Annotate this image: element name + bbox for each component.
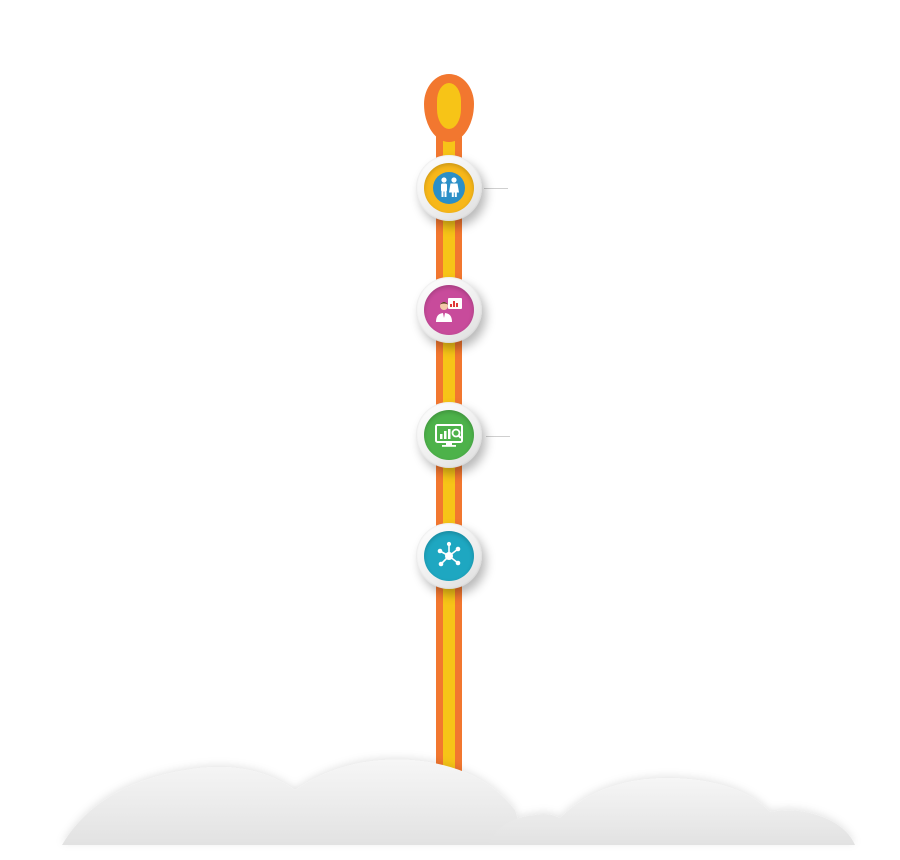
- node-2-core: [424, 285, 474, 335]
- pole-tip-inner: [437, 83, 461, 129]
- cloud-left: [62, 759, 525, 845]
- node-3-connector: [486, 436, 510, 437]
- timeline-node-4: [416, 523, 482, 589]
- timeline-node-1: [416, 155, 482, 221]
- analytics-monitor-icon: [435, 424, 463, 447]
- node-1-core: [424, 163, 474, 213]
- timeline-node-3: [416, 402, 482, 468]
- node-3-core: [424, 410, 474, 460]
- network-icon: [437, 541, 461, 567]
- presenter-icon: [436, 298, 462, 322]
- node-1-connector: [484, 188, 508, 189]
- node-4-core: [424, 531, 474, 581]
- people-icon: [433, 172, 465, 204]
- timeline-node-2: [416, 277, 482, 343]
- cloud-right: [488, 778, 855, 845]
